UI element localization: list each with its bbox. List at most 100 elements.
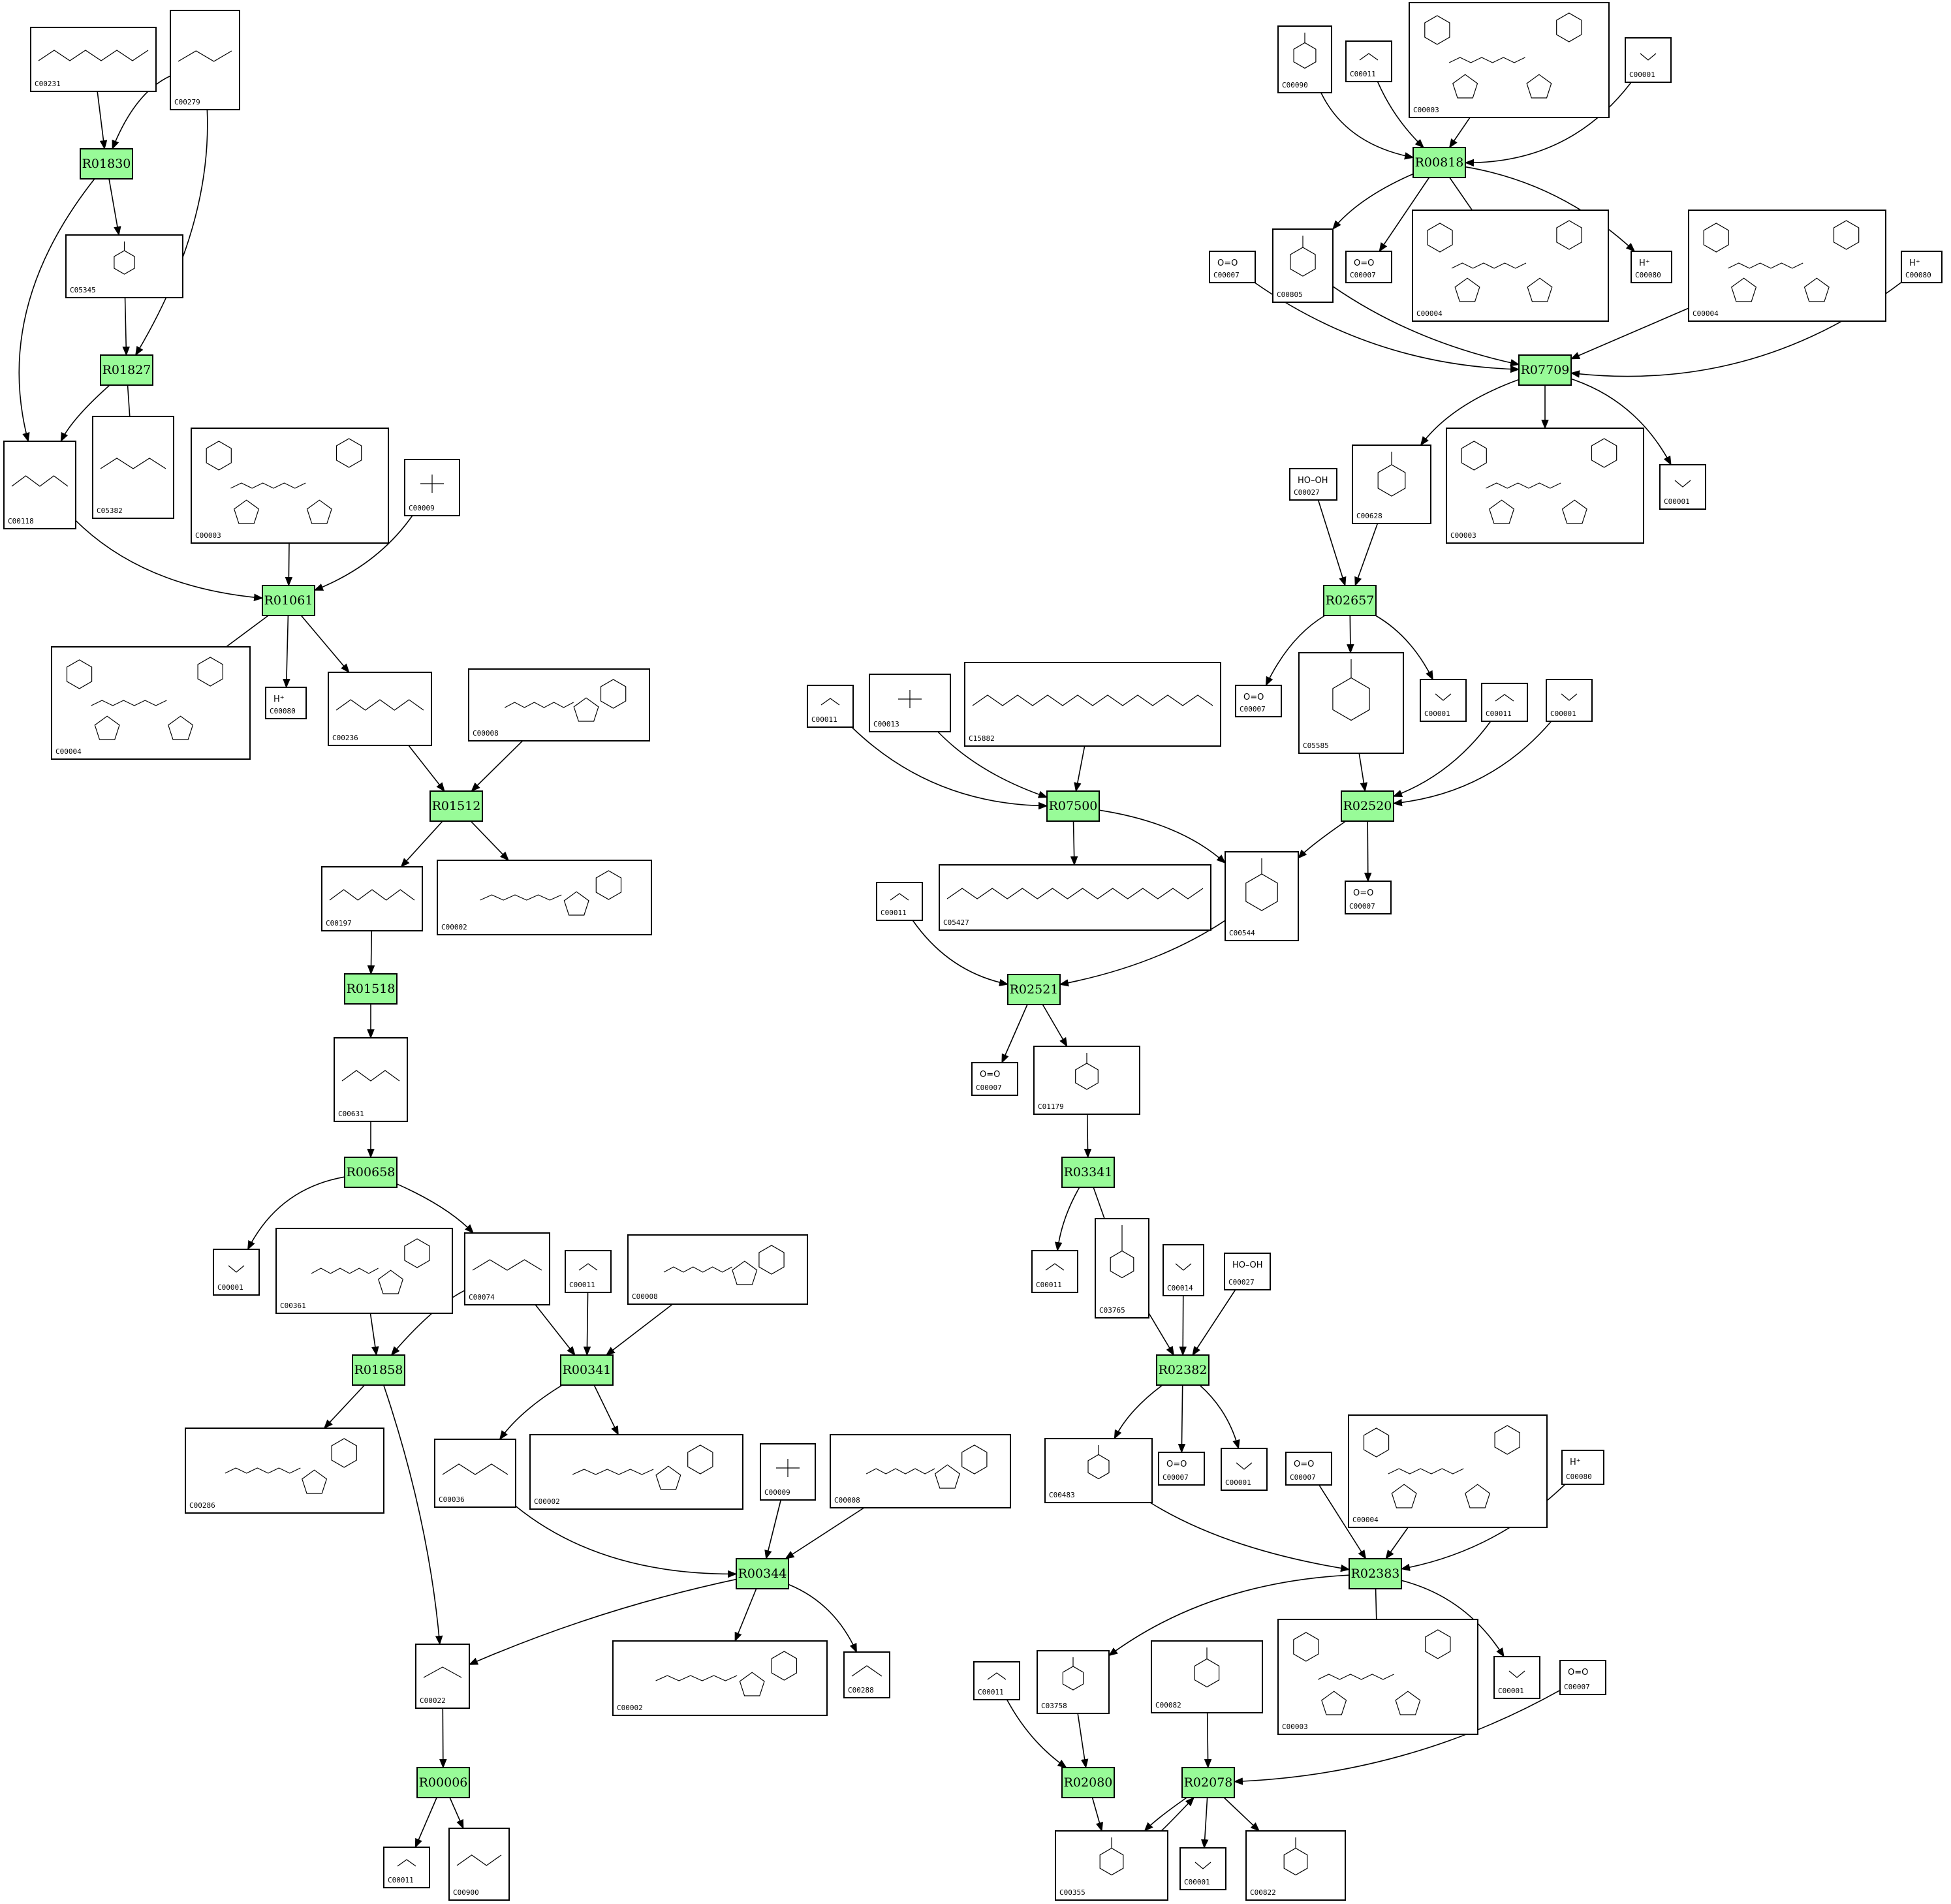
compound-node[interactable]: C00002 xyxy=(529,1434,743,1510)
compound-node[interactable]: C00004 xyxy=(51,646,251,760)
reaction-node[interactable]: R01830 xyxy=(80,148,133,179)
compound-node[interactable]: C00004 xyxy=(1688,210,1886,322)
compound-node[interactable]: C05382 xyxy=(92,416,174,519)
compound-node[interactable]: C00118 xyxy=(3,441,76,529)
reaction-node[interactable]: R02383 xyxy=(1349,1558,1402,1589)
reaction-node[interactable]: R07500 xyxy=(1046,790,1100,822)
compound-node[interactable]: C00090 xyxy=(1277,25,1332,93)
compound-node[interactable]: C00197 xyxy=(321,866,423,931)
reaction-node[interactable]: R02657 xyxy=(1323,585,1377,616)
reaction-node[interactable]: R02521 xyxy=(1007,974,1061,1005)
compound-node[interactable]: C00002 xyxy=(437,860,652,935)
compound-node[interactable]: C00011 xyxy=(383,1847,430,1888)
reaction-node[interactable]: R00344 xyxy=(736,1558,789,1589)
compound-node[interactable]: C00008 xyxy=(830,1434,1011,1508)
compound-node[interactable]: C00001 xyxy=(1420,679,1467,722)
compound-node[interactable]: C00082 xyxy=(1151,1640,1263,1713)
compound-node[interactable]: C00001 xyxy=(1221,1448,1268,1491)
compound-node[interactable]: C00011 xyxy=(876,882,923,921)
reaction-node[interactable]: R03341 xyxy=(1061,1157,1115,1188)
reaction-node[interactable]: R01518 xyxy=(344,973,398,1005)
compound-node[interactable]: C00011 xyxy=(1345,40,1392,82)
compound-node[interactable]: H⁺C00080 xyxy=(1631,251,1672,283)
compound-node[interactable]: C00544 xyxy=(1225,851,1299,941)
compound-node[interactable]: C00286 xyxy=(185,1428,384,1514)
reaction-node[interactable]: R01061 xyxy=(262,585,315,616)
compound-node[interactable]: C00011 xyxy=(1031,1250,1078,1293)
compound-node[interactable]: C00631 xyxy=(334,1037,408,1122)
compound-node[interactable]: C00001 xyxy=(1546,679,1593,722)
compound-node[interactable]: C00008 xyxy=(627,1234,808,1305)
compound-node[interactable]: H⁺C00080 xyxy=(1901,251,1943,283)
compound-node[interactable]: C00001 xyxy=(1659,464,1706,510)
compound-node[interactable]: C15882 xyxy=(964,662,1221,747)
reaction-node[interactable]: R01858 xyxy=(352,1354,405,1386)
compound-node[interactable]: C00011 xyxy=(807,685,854,728)
compound-node[interactable]: C00022 xyxy=(415,1644,470,1709)
compound-node[interactable]: C00011 xyxy=(973,1661,1020,1700)
compound-node[interactable]: C00004 xyxy=(1412,210,1609,322)
reaction-node[interactable]: R01512 xyxy=(429,790,483,822)
compound-node[interactable]: C00013 xyxy=(869,674,951,732)
compound-node[interactable]: C00002 xyxy=(612,1640,828,1716)
reaction-edge xyxy=(515,1505,738,1578)
compound-id-label: C00001 xyxy=(1498,1687,1524,1695)
compound-node[interactable]: H⁺C00080 xyxy=(1561,1450,1604,1485)
compound-node[interactable]: C00003 xyxy=(191,428,389,544)
reaction-node[interactable]: R07709 xyxy=(1518,354,1572,386)
compound-node[interactable]: C00003 xyxy=(1277,1619,1478,1735)
compound-node[interactable]: C00483 xyxy=(1044,1438,1153,1503)
compound-node[interactable]: C00004 xyxy=(1348,1414,1548,1528)
compound-node[interactable]: C00009 xyxy=(404,459,460,516)
compound-node[interactable]: C00001 xyxy=(1179,1847,1226,1890)
compound-node[interactable]: C00822 xyxy=(1245,1830,1346,1901)
compound-node[interactable]: C03765 xyxy=(1095,1218,1149,1319)
compound-node[interactable]: C00231 xyxy=(30,27,157,92)
compound-node[interactable]: C00008 xyxy=(468,668,650,741)
compound-node[interactable]: C03758 xyxy=(1037,1650,1110,1714)
reaction-node[interactable]: R01827 xyxy=(100,354,153,386)
reaction-node[interactable]: R02080 xyxy=(1061,1767,1115,1798)
compound-node[interactable]: C05345 xyxy=(65,234,183,298)
compound-node[interactable]: C01179 xyxy=(1033,1046,1140,1115)
compound-node[interactable]: C00805 xyxy=(1272,228,1334,303)
compound-node[interactable]: C00001 xyxy=(1625,37,1672,83)
compound-node[interactable]: C00003 xyxy=(1409,2,1610,118)
reaction-node[interactable]: R00341 xyxy=(560,1354,614,1386)
reaction-node[interactable]: R02520 xyxy=(1341,790,1394,822)
compound-node[interactable]: C00355 xyxy=(1055,1830,1168,1901)
reaction-node[interactable]: R00658 xyxy=(344,1157,398,1188)
compound-node[interactable]: C00036 xyxy=(434,1439,516,1508)
reaction-node[interactable]: R00818 xyxy=(1413,147,1466,178)
compound-node[interactable]: C00003 xyxy=(1446,428,1644,544)
reaction-node[interactable]: R02382 xyxy=(1156,1354,1210,1386)
compound-node[interactable]: C00009 xyxy=(760,1443,816,1501)
compound-node[interactable]: C00236 xyxy=(328,672,432,746)
reaction-node[interactable]: R02078 xyxy=(1181,1767,1235,1798)
compound-node[interactable]: H⁺C00080 xyxy=(265,687,307,719)
compound-node[interactable]: C00288 xyxy=(843,1651,890,1698)
reaction-node[interactable]: R00006 xyxy=(416,1767,470,1798)
compound-node[interactable]: C00279 xyxy=(170,10,240,110)
compound-node[interactable]: C00001 xyxy=(213,1249,260,1296)
compound-node[interactable]: C00011 xyxy=(565,1250,612,1293)
compound-node[interactable]: C00001 xyxy=(1493,1656,1540,1699)
compound-node[interactable]: C00074 xyxy=(464,1232,550,1305)
compound-node[interactable]: C05585 xyxy=(1298,652,1404,754)
compound-node[interactable]: C00628 xyxy=(1352,445,1431,524)
compound-node[interactable]: C00014 xyxy=(1163,1244,1204,1296)
compound-node[interactable]: C00900 xyxy=(448,1828,510,1901)
compound-node[interactable]: C00011 xyxy=(1481,683,1528,722)
compound-node[interactable]: C05427 xyxy=(939,864,1211,931)
compound-node[interactable]: C00361 xyxy=(275,1228,453,1314)
